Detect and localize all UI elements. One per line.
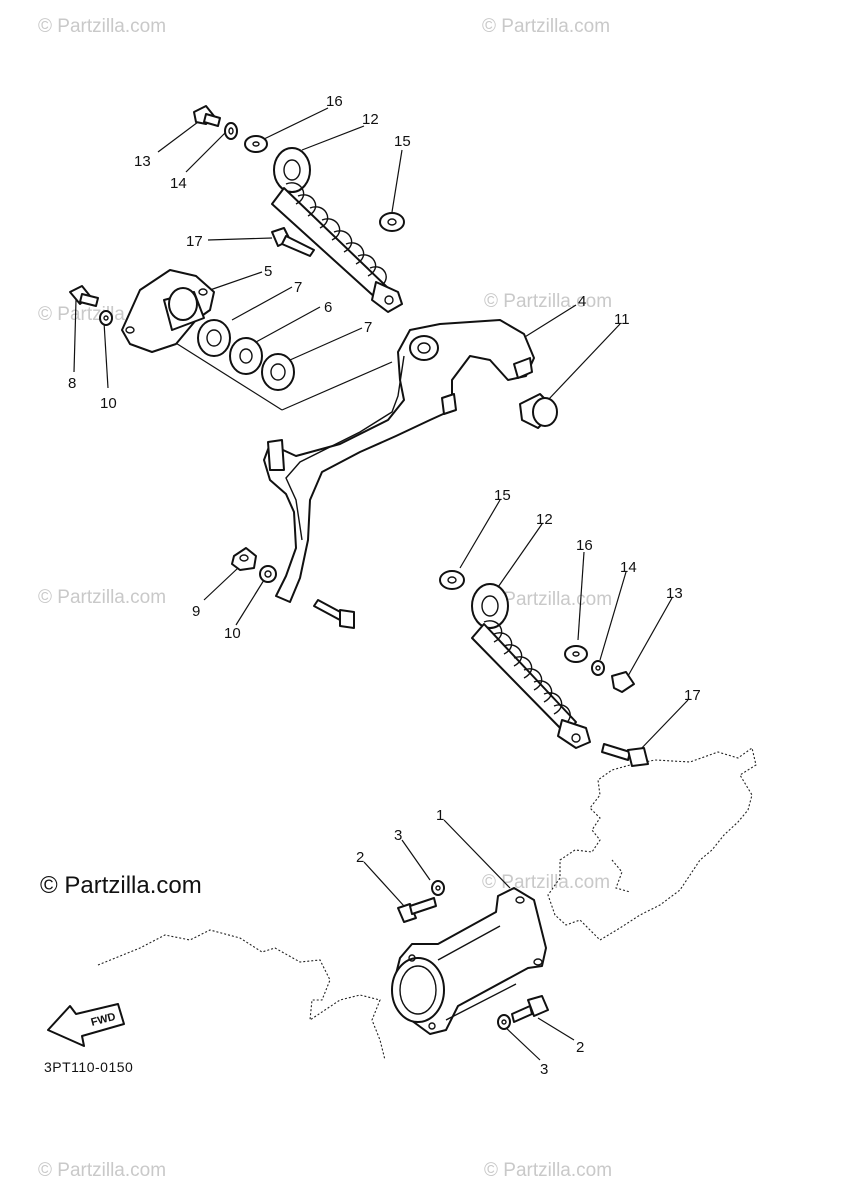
washer-14-upper [224, 122, 238, 140]
watermark-group: © Partzilla.com © Partzilla.com © Partzi… [38, 16, 612, 1181]
callout-1: 1 [436, 807, 444, 824]
washer-3-upper [431, 880, 445, 896]
callout-9: 9 [192, 603, 200, 620]
rear-shock-absorber-upper [271, 147, 403, 313]
bolt-17-lower [601, 743, 649, 767]
watermark: © Partzilla.com [38, 587, 166, 608]
bracket-1 [391, 887, 547, 1035]
washer-3-lower [497, 1014, 511, 1030]
washer-16-lower [564, 645, 588, 663]
callout-3: 3 [394, 827, 402, 844]
callout-4: 4 [578, 293, 586, 310]
callout-14: 14 [170, 175, 187, 192]
callout-10: 10 [224, 625, 241, 642]
bearing-7-second [261, 353, 295, 391]
washer-16-upper [244, 135, 268, 153]
diagram-code: 3PT110-0150 [44, 1059, 133, 1075]
callout-15: 15 [494, 487, 511, 504]
callout-2: 2 [576, 1039, 584, 1056]
callout-16: 16 [326, 93, 343, 110]
callout-17: 17 [186, 233, 203, 250]
washer-10-lower [259, 565, 277, 583]
bracket-arm-4 [263, 319, 535, 603]
callout-14: 14 [620, 559, 637, 576]
watermark-main: © Partzilla.com [40, 872, 202, 899]
bolt-17-upper [271, 227, 315, 257]
callout-7: 7 [364, 319, 372, 336]
callout-7: 7 [294, 279, 302, 296]
bolt-13-upper [193, 105, 221, 127]
callout-5: 5 [264, 263, 272, 280]
bracket-5 [121, 269, 215, 353]
callout-labels: 13 14 16 12 15 17 5 7 6 7 8 10 4 11 9 10… [68, 93, 701, 1078]
collar-6 [229, 337, 263, 375]
callout-13: 13 [666, 585, 683, 602]
callout-15: 15 [394, 133, 411, 150]
rear-shock-absorber-lower [471, 583, 591, 749]
bolt-2-upper [397, 897, 437, 923]
watermark: © Partzilla.com [38, 1160, 166, 1181]
callout-17: 17 [684, 687, 701, 704]
bolt-8 [69, 285, 99, 307]
bolt-lower-arm [313, 599, 355, 629]
leader-lines [73, 107, 689, 1061]
fwd-arrow-icon: FWD [47, 1003, 125, 1047]
callout-3: 3 [540, 1061, 548, 1078]
callout-12: 12 [536, 511, 553, 528]
watermark: © Partzilla.com [484, 291, 612, 312]
bolt-13-lower [611, 671, 635, 693]
collar-11 [519, 393, 558, 429]
engine-outline [97, 747, 757, 1061]
callout-8: 8 [68, 375, 76, 392]
callout-10: 10 [100, 395, 117, 412]
nut-9 [231, 547, 257, 571]
callout-6: 6 [324, 299, 332, 316]
callout-13: 13 [134, 153, 151, 170]
watermark: © Partzilla.com [484, 1160, 612, 1181]
watermark: © Partzilla.com [482, 872, 610, 893]
washer-14-lower [591, 660, 605, 676]
washer-15-lower [439, 570, 465, 590]
callout-11: 11 [614, 311, 630, 328]
callout-16: 16 [576, 537, 593, 554]
watermark: © Partzilla.com [38, 16, 166, 37]
callout-2: 2 [356, 849, 364, 866]
bearing-7-first [197, 319, 231, 357]
watermark: © Partzilla.com [482, 16, 610, 37]
washer-15-upper [379, 212, 405, 232]
bolt-2-lower [511, 995, 549, 1023]
washer-10-left [99, 310, 113, 326]
callout-12: 12 [362, 111, 379, 128]
